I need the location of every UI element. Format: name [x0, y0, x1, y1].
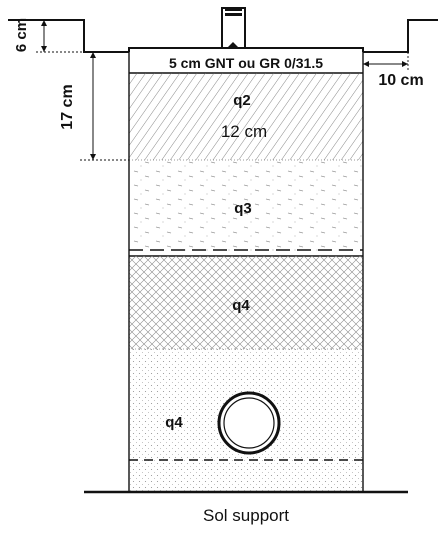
- layer-q4-upper: [129, 256, 363, 349]
- label-q4-lower: q4: [165, 414, 183, 431]
- label-q2: q2: [233, 92, 251, 109]
- label-top-layer: 5 cm GNT ou GR 0/31.5: [169, 55, 323, 71]
- dimension-6cm: [36, 19, 84, 53]
- layer-q3: [129, 160, 363, 252]
- dimension-17cm: [80, 52, 129, 161]
- label-6cm: 6 cm: [13, 18, 30, 52]
- road-marker-icon: [221, 7, 246, 49]
- pipe-icon: [217, 391, 281, 455]
- label-q2-thickness: 12 cm: [221, 122, 267, 141]
- label-q3: q3: [234, 200, 252, 217]
- label-17cm: 17 cm: [59, 84, 76, 129]
- label-q4-upper: q4: [232, 297, 250, 314]
- layer-top-gnt: [129, 52, 363, 73]
- label-sol-support: Sol support: [203, 506, 289, 525]
- label-10cm: 10 cm: [378, 72, 423, 89]
- dimension-10cm: [363, 52, 409, 72]
- layer-q2: [129, 73, 363, 160]
